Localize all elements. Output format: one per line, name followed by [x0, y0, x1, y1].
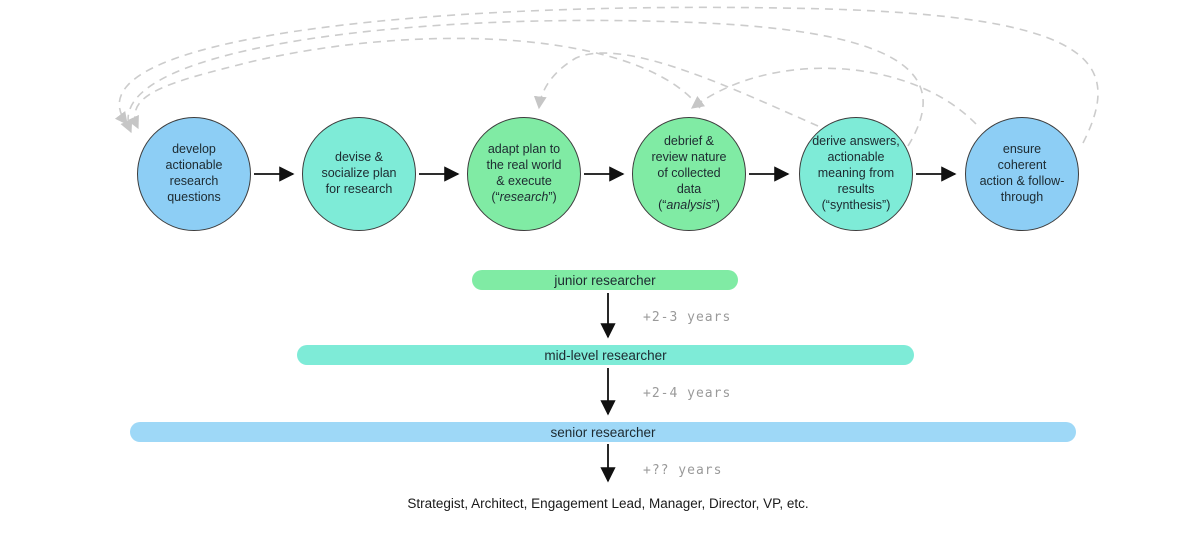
step-label: devise & socialize plan for research — [321, 150, 397, 196]
career-bar-mid-level: mid-level researcher — [297, 345, 914, 365]
transition-label-mid-senior: +2-4 years — [643, 386, 732, 401]
career-bar-label: senior researcher — [550, 424, 656, 440]
final-roles-text: Strategist, Architect, Engagement Lead, … — [407, 496, 809, 511]
step-circle-debrief-review: debrief & review nature of collected dat… — [632, 117, 746, 231]
step-circle-adapt-execute: adapt plan to the real world & execute (… — [467, 117, 581, 231]
career-bar-label: junior researcher — [554, 272, 656, 288]
feedback-arc-5-to-1 — [120, 19, 924, 147]
step-label: ensure coherent action & follow- through — [979, 142, 1065, 204]
step-tag-analysis: (“analysis”) — [658, 197, 720, 212]
transition-label-senior-beyond: +?? years — [643, 463, 723, 478]
step-tag-synthesis: (“synthesis”) — [821, 197, 891, 212]
career-bar-junior: junior researcher — [472, 270, 738, 290]
step-label: adapt plan to the real world & execute (… — [486, 142, 562, 204]
career-bar-senior: senior researcher — [130, 422, 1076, 442]
career-bar-label: mid-level researcher — [544, 347, 667, 363]
step-label: debrief & review nature of collected dat… — [651, 134, 727, 212]
feedback-arc-6-to-4 — [690, 67, 977, 125]
step-circle-derive-answers: derive answers, actionable meaning from … — [799, 117, 913, 231]
step-circle-devise-plan: devise & socialize plan for research — [302, 117, 416, 231]
step-tag-research: (“research”) — [491, 189, 557, 204]
feedback-arc-4-to-1 — [127, 37, 701, 130]
step-label: derive answers, actionable meaning from … — [812, 134, 900, 212]
step-label: develop actionable research questions — [165, 142, 223, 204]
step-circle-ensure-action: ensure coherent action & follow- through — [965, 117, 1079, 231]
transition-label-junior-mid: +2-3 years — [643, 310, 732, 325]
step-circle-develop-questions: develop actionable research questions — [137, 117, 251, 231]
feedback-arc-5-to-3 — [533, 52, 819, 127]
feedback-arc-6-to-1 — [114, 6, 1099, 144]
